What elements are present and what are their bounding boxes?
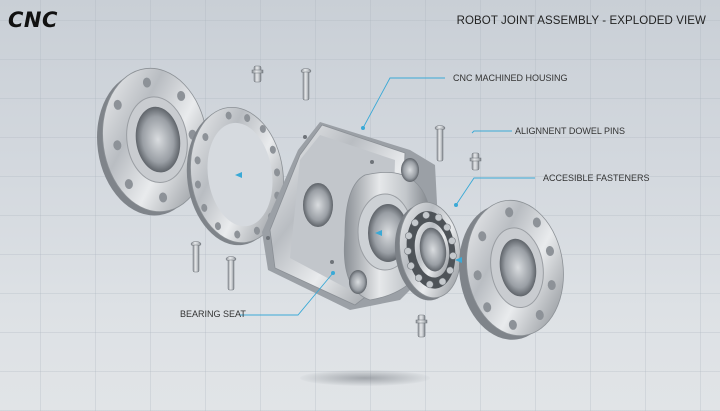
leader-fasteners (455, 177, 535, 206)
callout-fasteners-label: ACCESIBLE FASTENERS (543, 173, 650, 183)
cnc-logo: CNC (8, 8, 58, 32)
screw-icon (434, 125, 446, 162)
dowel-pin-icon (251, 65, 264, 83)
screw-icon (190, 241, 202, 273)
dowel-pins (251, 65, 482, 338)
ground-shadow (300, 370, 430, 386)
leader-dowel (471, 130, 512, 134)
bolt-ring-plate (186, 106, 284, 246)
right-end-flange (459, 199, 564, 340)
dowel-pin-icon (469, 152, 482, 171)
callout-bearing-seat-label: BEARING SEAT (180, 309, 246, 319)
leader-housing (362, 77, 445, 129)
screw-icon (300, 68, 312, 101)
callout-dowel-pins-label: ALIGNNENT DOWEL PINS (515, 126, 626, 136)
screw-icon (225, 256, 237, 291)
leader-bearing-seat (240, 272, 334, 316)
screws (190, 68, 446, 291)
left-end-flange (97, 67, 208, 216)
cnc-housing (262, 122, 440, 310)
ball-bearing (394, 201, 461, 301)
callout-arrows (235, 126, 462, 275)
leader-lines (240, 77, 535, 316)
dowel-pin-icon (415, 314, 428, 338)
callout-housing-label: CNC MACHINED HOUSING (453, 73, 568, 83)
page-title: ROBOT JOINT ASSEMBLY - EXPLODED VIEW (456, 15, 706, 27)
